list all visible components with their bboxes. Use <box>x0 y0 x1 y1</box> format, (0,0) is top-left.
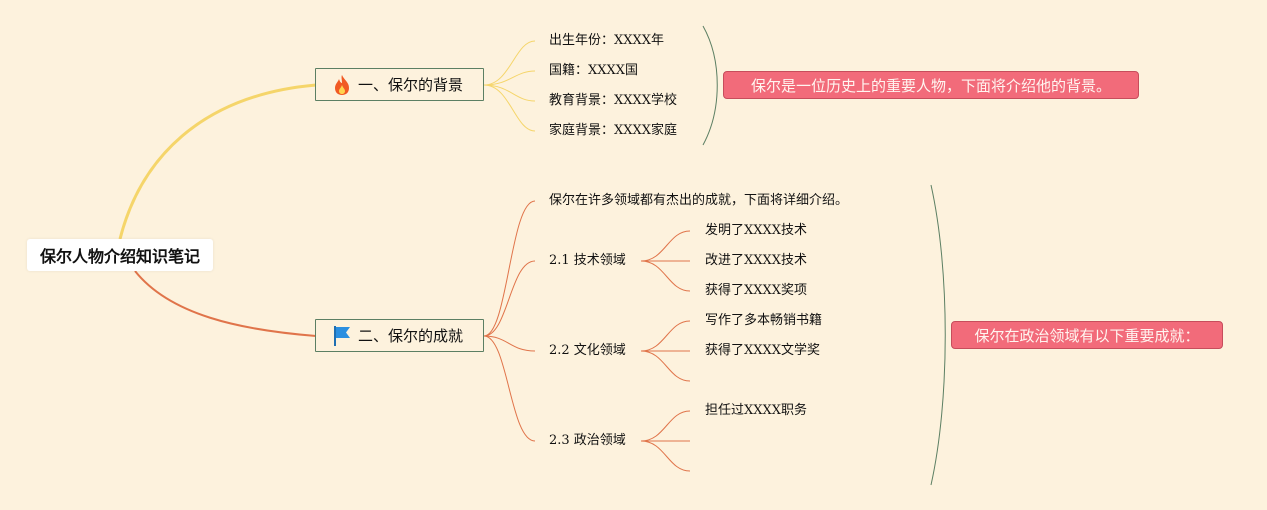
list-item-birth-year[interactable]: 出生年份：XXXX年 <box>549 33 665 48</box>
branch-line-achievements <box>134 270 317 337</box>
topic-label: 一、保尔的背景 <box>358 76 464 94</box>
summary-callout-achievements[interactable]: 保尔在政治领域有以下重要成就： <box>951 321 1223 349</box>
list-item[interactable]: 改进了XXXX技术 <box>705 253 808 268</box>
topic-label: 二、保尔的成就 <box>358 327 464 345</box>
root-topic[interactable]: 保尔人物介绍知识笔记 <box>27 239 213 271</box>
topic-achievements[interactable]: 二、保尔的成就 <box>315 319 484 352</box>
list-item[interactable]: 获得了XXXX奖项 <box>705 283 808 298</box>
background-child-lines <box>483 40 536 132</box>
summary-bracket-achievements <box>930 184 946 486</box>
list-item[interactable]: 担任过XXXX职务 <box>705 403 808 418</box>
branch-line-background <box>118 83 317 240</box>
flag-icon <box>332 325 352 347</box>
subtopic-culture[interactable]: 2.2 文化领域 <box>549 343 626 358</box>
list-item[interactable]: 发明了XXXX技术 <box>705 223 808 238</box>
achievement-child-lines <box>483 200 536 442</box>
list-item-family[interactable]: 家庭背景：XXXX家庭 <box>549 123 678 138</box>
summary-bracket-background <box>702 25 718 146</box>
subtopic-politics[interactable]: 2.3 政治领域 <box>549 433 626 448</box>
list-item-nationality[interactable]: 国籍：XXXX国 <box>549 63 639 78</box>
list-item-education[interactable]: 教育背景：XXXX学校 <box>549 93 678 108</box>
list-item[interactable]: 写作了多本畅销书籍 <box>705 313 823 328</box>
flame-icon <box>332 74 352 96</box>
subtopic-child-lines <box>640 230 691 472</box>
list-item[interactable]: 获得了XXXX文学奖 <box>705 343 821 358</box>
achievements-intro[interactable]: 保尔在许多领域都有杰出的成就，下面将详细介绍。 <box>549 193 849 208</box>
summary-callout-background[interactable]: 保尔是一位历史上的重要人物，下面将介绍他的背景。 <box>723 71 1139 99</box>
topic-background[interactable]: 一、保尔的背景 <box>315 68 484 101</box>
subtopic-technology[interactable]: 2.1 技术领域 <box>549 253 626 268</box>
